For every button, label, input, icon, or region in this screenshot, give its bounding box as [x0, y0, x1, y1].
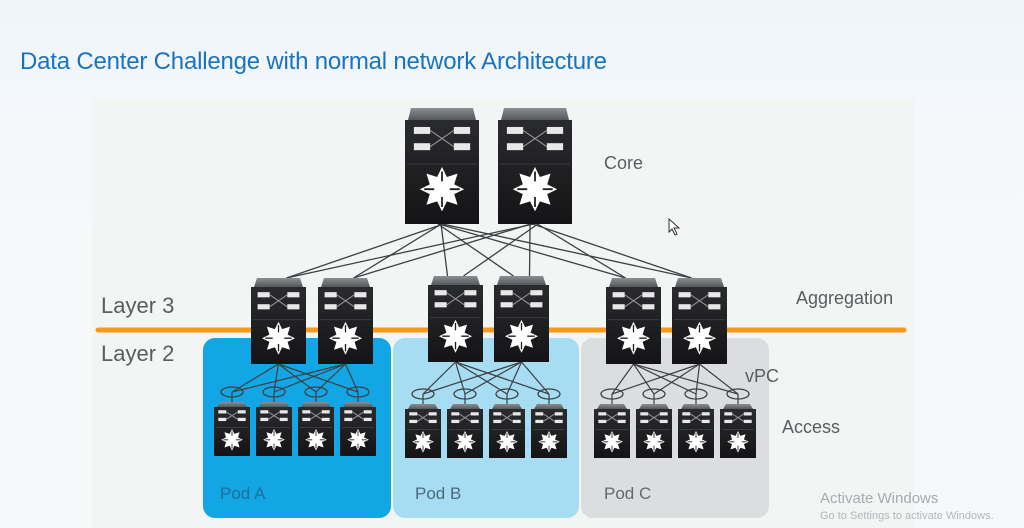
access-switch-pod3-4	[720, 404, 756, 458]
switch-burst-icon	[496, 431, 518, 453]
access-switch-pod1-3	[298, 402, 334, 456]
aggregation-label: Aggregation	[796, 288, 893, 309]
mouse-pointer-icon	[668, 218, 682, 241]
access-switch-pod1-2	[256, 402, 292, 456]
switch-burst-icon	[538, 431, 560, 453]
access-switch-pod1-4	[340, 402, 376, 456]
layer2-label: Layer 2	[101, 341, 174, 367]
switch-burst-icon	[347, 429, 369, 451]
aggregation-switch-pod2-2	[494, 276, 549, 362]
activate-windows-title: Activate Windows	[820, 490, 938, 507]
core-agg-link	[287, 224, 444, 278]
access-switch-pod2-2	[447, 404, 483, 458]
activate-windows-subtitle: Go to Settings to activate Windows.	[820, 510, 994, 522]
core-agg-link	[439, 224, 626, 278]
core-agg-link	[287, 224, 534, 278]
core-switch-1	[405, 108, 479, 224]
switch-burst-icon	[727, 431, 749, 453]
switch-burst-icon	[601, 431, 623, 453]
access-switch-pod2-3	[489, 404, 525, 458]
core-agg-link	[530, 224, 531, 276]
aggregation-switch-pod2-1	[428, 276, 483, 362]
core-switch-2	[498, 108, 572, 224]
switch-burst-icon	[683, 322, 716, 355]
aggregation-switch-pod3-2	[672, 278, 727, 364]
access-switch-pod3-3	[678, 404, 714, 458]
access-switch-pod3-1	[594, 404, 630, 458]
switch-burst-icon	[221, 429, 243, 451]
access-switch-pod2-4	[531, 404, 567, 458]
access-switch-pod2-1	[405, 404, 441, 458]
switch-burst-icon	[263, 429, 285, 451]
switch-burst-icon	[439, 320, 472, 353]
switch-burst-icon	[262, 322, 295, 355]
aggregation-switch-pod1-2	[318, 278, 373, 364]
access-switch-pod3-2	[636, 404, 672, 458]
access-switch-pod1-1	[214, 402, 250, 456]
core-agg-link	[442, 224, 691, 278]
vpc-label: vPC	[745, 366, 779, 387]
switch-burst-icon	[329, 322, 362, 355]
aggregation-switch-pod1-1	[251, 278, 306, 364]
layer3-label: Layer 3	[101, 293, 174, 319]
core-label: Core	[604, 153, 643, 174]
switch-burst-icon	[685, 431, 707, 453]
access-label: Access	[782, 417, 840, 438]
switch-burst-icon	[617, 322, 650, 355]
switch-burst-icon	[454, 431, 476, 453]
switch-burst-icon	[412, 431, 434, 453]
switch-burst-icon	[505, 320, 538, 353]
switches-layer	[214, 108, 756, 458]
aggregation-switch-pod3-1	[606, 278, 661, 364]
switch-burst-icon	[643, 431, 665, 453]
switch-burst-icon	[305, 429, 327, 451]
